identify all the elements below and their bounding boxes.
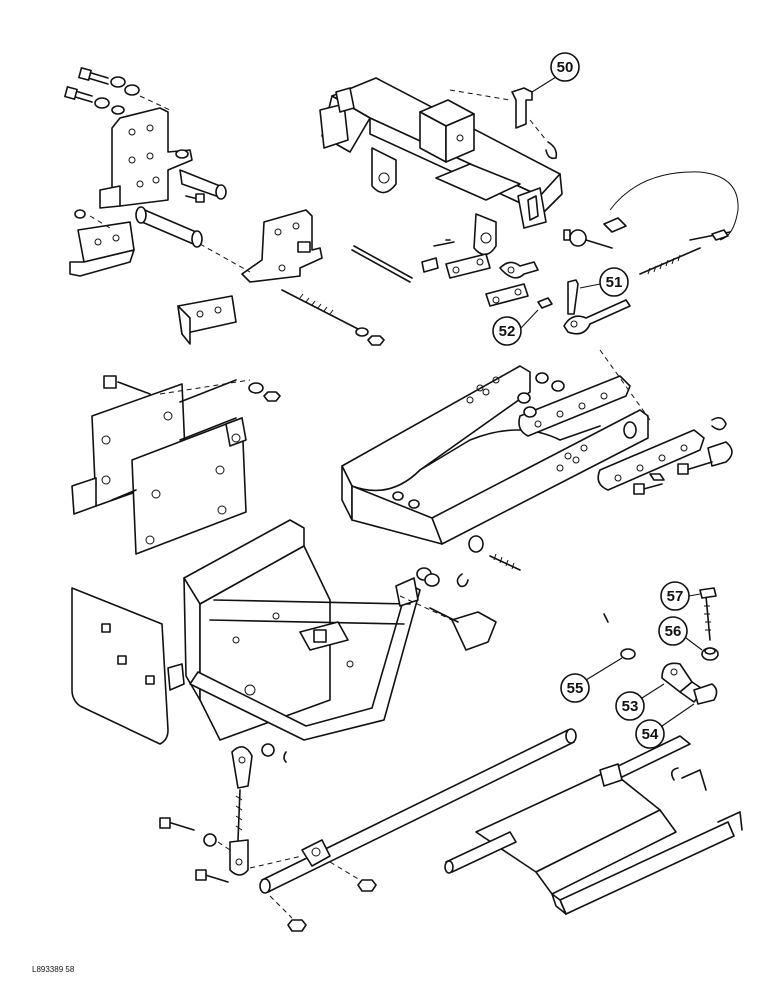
callout-57-label: 57 [667,588,684,605]
callout-57: 57 [660,581,690,611]
callout-52: 52 [492,316,522,346]
chain-and-rod [159,728,577,932]
hardware-group [603,587,719,705]
callout-51: 51 [599,267,629,297]
callout-54: 54 [635,719,665,749]
cable-linkage [421,171,739,335]
flat-panel [71,587,185,745]
callout-50: 50 [550,52,580,82]
main-hitch-frame [319,77,563,256]
callout-50-label: 50 [557,59,574,76]
box-frame [183,519,497,741]
callout-51-label: 51 [606,274,623,291]
callout-55-label: 55 [567,680,584,697]
callout-53-label: 53 [622,698,639,715]
spacer-plate-assembly [71,375,281,555]
callout-52-label: 52 [499,323,516,340]
figure-reference-code: L893389 58 [32,965,75,974]
callout-53: 53 [615,691,645,721]
channel-frame [341,349,733,571]
callout-54-label: 54 [642,726,659,743]
callout-56-label: 56 [665,623,682,640]
top-left-mount-bracket [64,67,413,346]
callout-56: 56 [658,616,688,646]
tray-shield [444,735,743,915]
callout-55: 55 [560,673,590,703]
